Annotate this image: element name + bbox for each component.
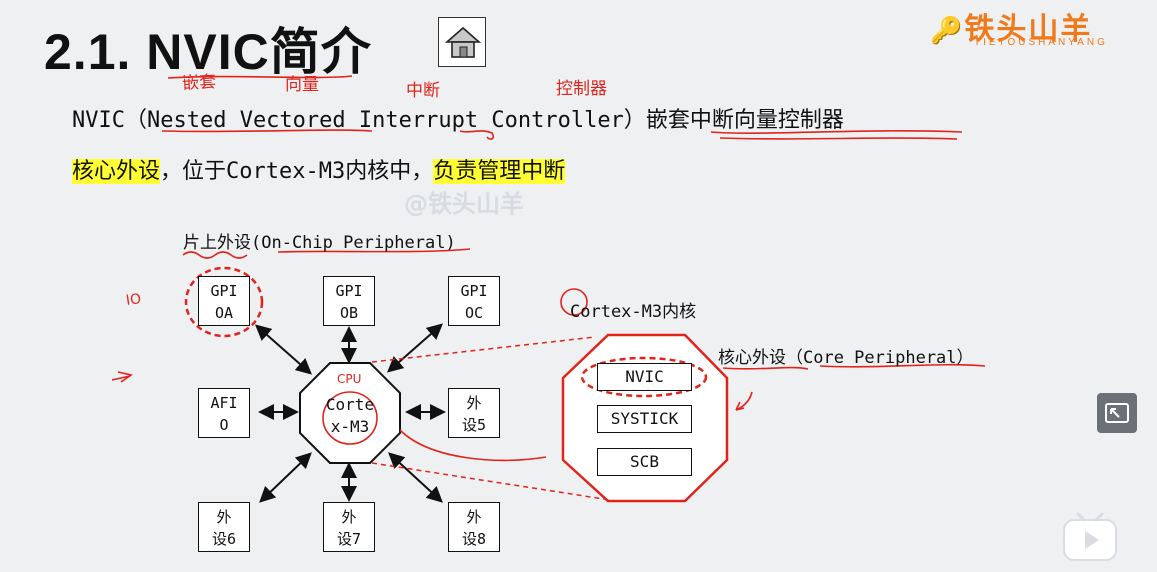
pip-icon: [1105, 403, 1129, 423]
brand-sub: TIETOUSHANYANG: [974, 37, 1108, 48]
ink-kongzhiqi: 控制器: [556, 79, 607, 99]
ink-xiangliang: 向量: [285, 75, 319, 95]
highlight-core-peripheral: 核心外设: [72, 159, 161, 184]
core-peripheral-label: 核心外设（Core Peripheral）: [718, 348, 974, 368]
description-line: 核心外设，位于Cortex-M3内核中，负责管理中断: [72, 153, 566, 185]
core-item-scb: SCB: [597, 448, 692, 476]
highlight-manage-interrupt: 负责管理中断: [433, 159, 566, 184]
arrow-p8: [388, 452, 443, 503]
cortex-core-label: Cortex-M3内核: [570, 302, 697, 322]
handwriting-strokes: [111, 75, 986, 462]
home-icon: [445, 26, 481, 58]
peripheral-8: 外设8: [448, 502, 500, 552]
brand-name: 🔑铁头山羊: [930, 12, 1093, 47]
core-item-systick: SYSTICK: [597, 405, 692, 433]
pip-button[interactable]: [1097, 393, 1137, 433]
watermark: @铁头山羊: [404, 190, 524, 218]
nvic-chinese-name: 嵌套中断向量控制器: [645, 108, 844, 133]
arrow-gpioc: [386, 323, 444, 373]
home-button[interactable]: [438, 17, 486, 67]
onchip-peripheral-label: 片上外设(On-Chip Peripheral): [183, 233, 456, 253]
nvic-fullname: NVIC（Nested Vectored Interrupt Controlle…: [72, 108, 646, 133]
ink-zhongduan: 中断: [406, 81, 440, 101]
core-item-nvic: NVIC: [597, 363, 692, 391]
arrow-gpioa: [255, 324, 312, 375]
ink-qiantao: 嵌套: [181, 72, 217, 94]
zoom-line-bottom: [371, 462, 611, 501]
bilibili-tv-icon: [1063, 512, 1117, 561]
page-title: 2.1. NVIC简介: [44, 24, 372, 80]
peripheral-6: 外设6: [198, 502, 250, 552]
bilibili-play-button[interactable]: [1062, 510, 1118, 562]
brand-logo: 🔑铁头山羊 TIETOUSHANYANG: [930, 4, 1105, 48]
ink-cpu: CPU: [337, 372, 362, 386]
definition-line: NVIC（Nested Vectored Interrupt Controlle…: [72, 102, 844, 134]
cpu-octagon: [299, 362, 401, 464]
arrow-p6: [259, 452, 312, 503]
ink-io: IO: [124, 291, 143, 309]
peripheral-5: 外设5: [448, 388, 500, 438]
description-middle: ，位于Cortex-M3内核中，: [160, 159, 434, 184]
zoom-line-top: [371, 336, 596, 363]
peripheral-7: 外设7: [323, 502, 375, 552]
